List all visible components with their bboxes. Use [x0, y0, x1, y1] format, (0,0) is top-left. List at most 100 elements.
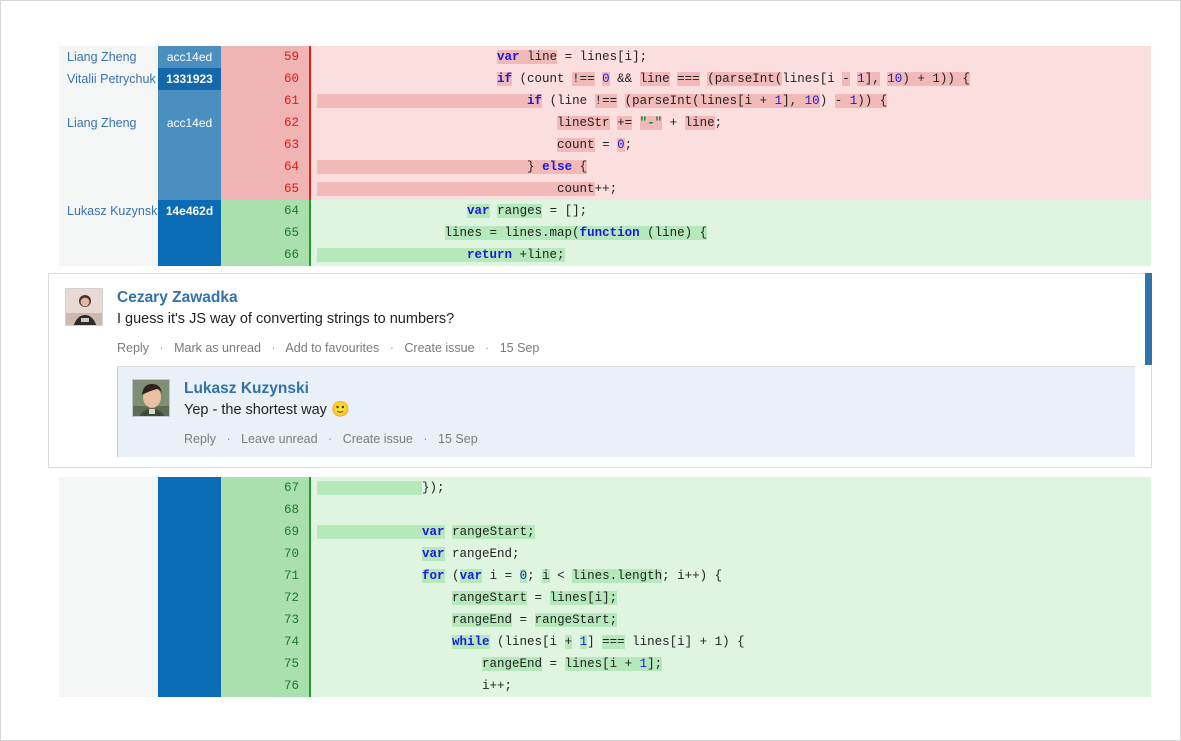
diff-code-line[interactable]: i++;: [311, 675, 1151, 697]
diff-code-line[interactable]: var ranges = [];: [311, 200, 1151, 222]
comment-author[interactable]: Cezary Zawadka: [117, 289, 238, 306]
action-separator: ·: [271, 341, 276, 355]
code-token: lines.length: [572, 569, 663, 583]
diff-row[interactable]: 74 while (lines[i + 1] === lines[i] + 1)…: [59, 631, 1151, 653]
diff-commit-hash[interactable]: [158, 134, 221, 156]
diff-author: Lukasz Kuzynski: [59, 200, 158, 222]
action-create-issue[interactable]: Create issue: [404, 341, 475, 355]
diff-commit-hash[interactable]: [158, 178, 221, 200]
diff-code-line[interactable]: rangeEnd = lines[i + 1];: [311, 653, 1151, 675]
code-token: });: [422, 481, 445, 495]
diff-commit-hash[interactable]: [158, 587, 221, 609]
diff-row[interactable]: 76 i++;: [59, 675, 1151, 697]
code-token: ranges: [497, 204, 543, 218]
diff-commit-hash[interactable]: acc14ed: [158, 112, 221, 134]
comment-card[interactable]: Cezary Zawadka I guess it's JS way of co…: [48, 273, 1152, 468]
diff-code-line[interactable]: lineStr += "-" + line;: [311, 112, 1151, 134]
reply-author[interactable]: Lukasz Kuzynski: [184, 380, 309, 397]
diff-line-number: 60: [221, 68, 311, 90]
diff-row[interactable]: 64 } else {: [59, 156, 1151, 178]
code-token: 0: [519, 569, 528, 583]
code-token: (parseInt(lines[i +: [624, 94, 775, 108]
code-token: i++;: [482, 679, 513, 693]
diff-row[interactable]: 71 for (var i = 0; i < lines.length; i++…: [59, 565, 1151, 587]
diff-code-line[interactable]: count = 0;: [311, 134, 1151, 156]
diff-row[interactable]: 61 if (line !== (parseInt(lines[i + 1], …: [59, 90, 1151, 112]
diff-line-number: 65: [221, 222, 311, 244]
reply-action-leave-unread[interactable]: Leave unread: [241, 432, 318, 446]
code-token: lines[i] + 1) {: [624, 635, 745, 649]
diff-code-line[interactable]: if (count !== 0 && line === (parseInt(li…: [311, 68, 1151, 90]
diff-row[interactable]: 65 lines = lines.map(function (line) {: [59, 222, 1151, 244]
diff-commit-hash[interactable]: [158, 156, 221, 178]
code-token: lines = lines.map(: [444, 226, 580, 240]
diff-code-line[interactable]: rangeEnd = rangeStart;: [311, 609, 1151, 631]
diff-row[interactable]: 68: [59, 499, 1151, 521]
diff-commit-hash[interactable]: [158, 222, 221, 244]
action-reply[interactable]: Reply: [117, 341, 149, 355]
diff-row[interactable]: 72 rangeStart = lines[i];: [59, 587, 1151, 609]
diff-row[interactable]: 73 rangeEnd = rangeStart;: [59, 609, 1151, 631]
unread-accent-bar: [1145, 273, 1152, 365]
diff-author: [59, 222, 158, 244]
code-token: 0: [617, 138, 625, 152]
diff-code-line[interactable]: if (line !== (parseInt(lines[i + 1], 10)…: [311, 90, 1151, 112]
diff-code-line[interactable]: var rangeStart;: [311, 521, 1151, 543]
diff-code-line[interactable]: [311, 499, 1151, 521]
diff-row[interactable]: 75 rangeEnd = lines[i + 1];: [59, 653, 1151, 675]
diff-code-line[interactable]: lines = lines.map(function (line) {: [311, 222, 1151, 244]
action-add-to-favourites[interactable]: Add to favourites: [285, 341, 380, 355]
reply-action-create-issue[interactable]: Create issue: [342, 432, 413, 446]
diff-author: [59, 675, 158, 697]
diff-row[interactable]: 66 return +line;: [59, 244, 1151, 266]
diff-code-line[interactable]: for (var i = 0; i < lines.length; i++) {: [311, 565, 1151, 587]
diff-commit-hash[interactable]: 1331923: [158, 68, 221, 90]
diff-code-line[interactable]: return +line;: [311, 244, 1151, 266]
diff-row[interactable]: 70 var rangeEnd;: [59, 543, 1151, 565]
code-token: ],: [782, 94, 805, 108]
diff-commit-hash[interactable]: [158, 631, 221, 653]
diff-row[interactable]: 63 count = 0;: [59, 134, 1151, 156]
reply-card[interactable]: Lukasz Kuzynski Yep - the shortest way 🙂…: [117, 366, 1135, 457]
diff-commit-hash[interactable]: [158, 609, 221, 631]
diff-commit-hash[interactable]: [158, 477, 221, 499]
diff-row[interactable]: 65 count++;: [59, 178, 1151, 200]
diff-commit-hash[interactable]: [158, 675, 221, 697]
diff-code-line[interactable]: var line = lines[i];: [311, 46, 1151, 68]
reply-avatar[interactable]: [132, 379, 170, 417]
diff-commit-hash[interactable]: [158, 499, 221, 521]
diff-code-line[interactable]: count++;: [311, 178, 1151, 200]
diff-row[interactable]: 69 var rangeStart;: [59, 521, 1151, 543]
action-mark-as-unread[interactable]: Mark as unread: [174, 341, 261, 355]
code-token: ; i++) {: [662, 569, 723, 583]
diff-code-line[interactable]: } else {: [311, 156, 1151, 178]
reply-actions: Reply · Leave unread · Create issue · 15…: [184, 431, 1119, 447]
diff-author: [59, 631, 158, 653]
diff-commit-hash[interactable]: 14e462d: [158, 200, 221, 222]
diff-code-line[interactable]: while (lines[i + 1] === lines[i] + 1) {: [311, 631, 1151, 653]
diff-commit-hash[interactable]: [158, 653, 221, 675]
avatar[interactable]: [65, 288, 103, 326]
diff-commit-hash[interactable]: acc14ed: [158, 46, 221, 68]
diff-commit-hash[interactable]: [158, 521, 221, 543]
diff-code-line[interactable]: });: [311, 477, 1151, 499]
code-token: lines[i];: [549, 591, 618, 605]
code-token: for: [422, 569, 445, 583]
diff-row[interactable]: 67 });: [59, 477, 1151, 499]
code-token: 1: [774, 94, 783, 108]
code-token: [610, 116, 618, 130]
reply-action-reply[interactable]: Reply: [184, 432, 216, 446]
diff-commit-hash[interactable]: [158, 244, 221, 266]
diff-code-line[interactable]: var rangeEnd;: [311, 543, 1151, 565]
code-token: i: [542, 569, 550, 583]
diff-code-line[interactable]: rangeStart = lines[i];: [311, 587, 1151, 609]
diff-commit-hash[interactable]: [158, 543, 221, 565]
diff-commit-hash[interactable]: [158, 565, 221, 587]
diff-commit-hash[interactable]: [158, 90, 221, 112]
code-token: lines[i: [782, 72, 843, 86]
